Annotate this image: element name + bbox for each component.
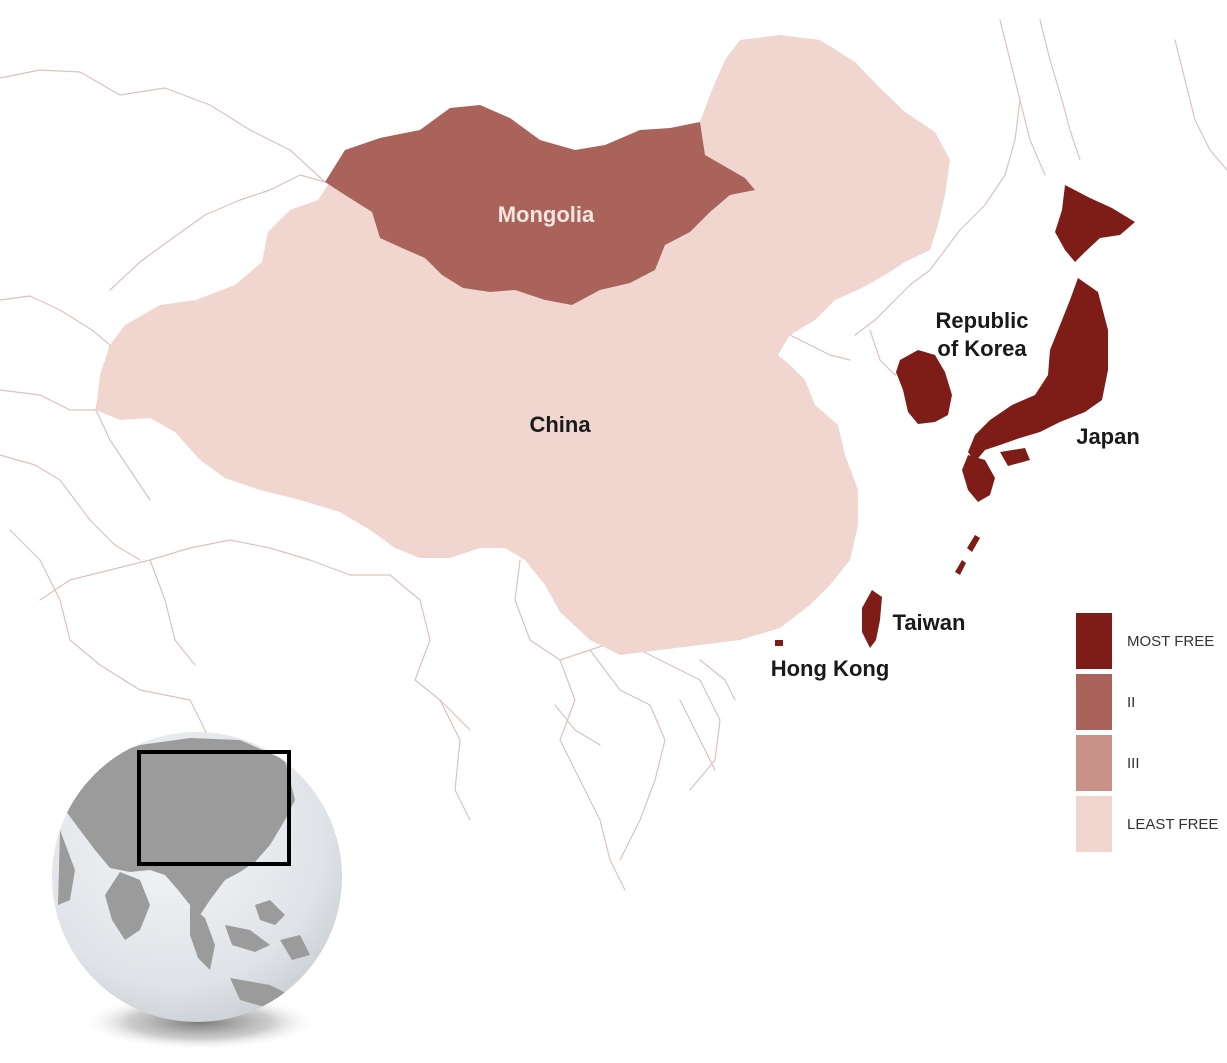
label-japan: Japan — [1076, 424, 1140, 449]
legend-label: II — [1127, 693, 1136, 711]
label-mongolia: Mongolia — [498, 202, 595, 227]
legend-swatch — [1076, 735, 1112, 791]
legend-label: LEAST FREE — [1127, 815, 1219, 833]
legend-label: III — [1127, 754, 1140, 772]
legend-swatch — [1076, 613, 1112, 669]
legend-item-ii: II — [1076, 673, 1226, 731]
legend-swatch — [1076, 674, 1112, 730]
region-hongkong[interactable] — [775, 640, 783, 646]
legend: MOST FREE II III LEAST FREE — [1076, 612, 1226, 856]
legend-label: MOST FREE — [1127, 632, 1215, 650]
label-china: China — [529, 412, 591, 437]
region-taiwan[interactable] — [862, 590, 882, 648]
region-japan[interactable] — [955, 185, 1135, 575]
legend-item-most-free: MOST FREE — [1076, 612, 1226, 670]
region-china[interactable] — [96, 35, 950, 655]
region-mongolia[interactable] — [325, 105, 755, 305]
legend-item-iii: III — [1076, 734, 1226, 792]
region-korea[interactable] — [896, 350, 952, 424]
legend-swatch — [1076, 796, 1112, 852]
globe-locator-icon — [52, 732, 342, 1050]
label-korea-line1: Republic — [936, 308, 1029, 333]
legend-item-least-free: LEAST FREE — [1076, 795, 1226, 853]
label-taiwan: Taiwan — [893, 610, 966, 635]
label-hongkong: Hong Kong — [771, 656, 890, 681]
label-korea-line2: of Korea — [937, 336, 1027, 361]
